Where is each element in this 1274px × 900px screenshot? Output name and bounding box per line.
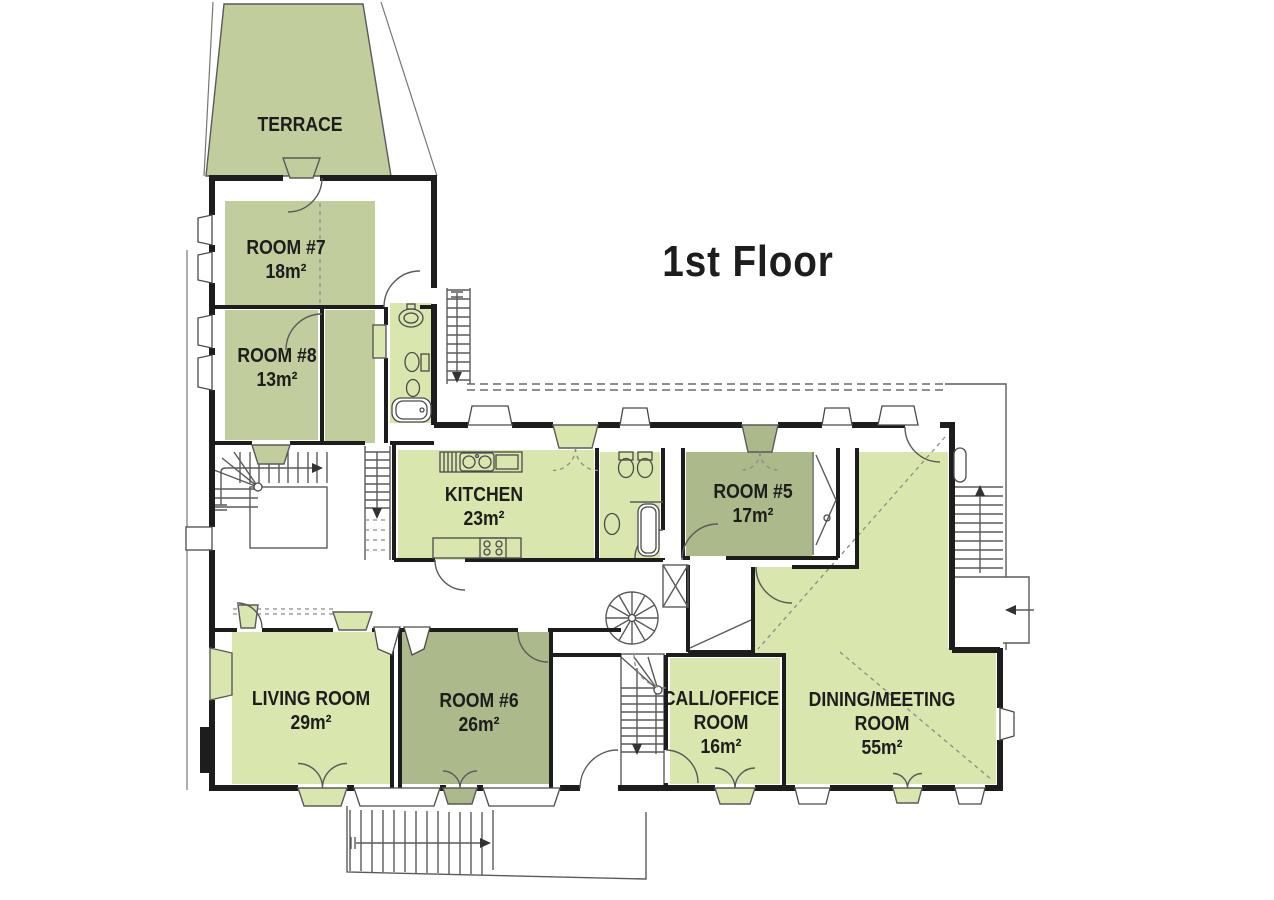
living-french-door bbox=[297, 787, 348, 807]
room-name: ROOM #7 bbox=[246, 237, 326, 259]
dining-meeting-label: DINING/MEETING ROOM 55m² bbox=[809, 688, 956, 760]
room-area: 55m² bbox=[861, 737, 903, 759]
splayed-doorways bbox=[373, 626, 431, 656]
room-area: 23m² bbox=[463, 508, 505, 530]
interior-walls bbox=[212, 305, 859, 788]
room-area: 18m² bbox=[265, 261, 307, 283]
outer-walls bbox=[200, 175, 1003, 791]
exterior-boundaries bbox=[346, 383, 1030, 880]
living-room-label: LIVING ROOM 29m² bbox=[252, 687, 370, 735]
room-area: 26m² bbox=[458, 714, 500, 736]
room-name: ROOM #8 bbox=[237, 345, 317, 367]
room5-area bbox=[686, 452, 812, 556]
bathroom1-door bbox=[372, 324, 387, 359]
toilet-icon bbox=[617, 457, 635, 479]
room-area: 29m² bbox=[290, 712, 332, 734]
page-title: 1st Floor bbox=[662, 237, 834, 286]
room8-hall-door bbox=[251, 444, 291, 465]
room5-balcony-door bbox=[741, 424, 779, 453]
room-name: KITCHEN bbox=[444, 484, 524, 506]
bathtub-icon bbox=[391, 397, 432, 423]
toilet-icon bbox=[636, 457, 654, 479]
terrace-area bbox=[205, 3, 392, 177]
kitchen-label: KITCHEN 23m² bbox=[445, 483, 523, 531]
call-french-door bbox=[714, 787, 756, 805]
room6-label: ROOM #6 26m² bbox=[439, 689, 518, 737]
room7-label: ROOM #7 18m² bbox=[246, 236, 325, 284]
call-office-label: CALL/OFFICE ROOM 16m² bbox=[663, 687, 779, 759]
room-name: ROOM bbox=[693, 712, 749, 734]
living-hall-door2 bbox=[332, 611, 373, 631]
stove-icon bbox=[479, 537, 507, 559]
site-boundary-lines bbox=[186, 1, 438, 790]
stair-right-exterior bbox=[955, 485, 1034, 615]
room8-label: ROOM #8 13m² bbox=[237, 344, 316, 392]
room-area: 17m² bbox=[732, 505, 774, 527]
room-name: ROOM bbox=[854, 713, 910, 735]
room-name: ROOM #6 bbox=[439, 690, 519, 712]
shaft-and-closets bbox=[662, 454, 837, 649]
spiral-staircase bbox=[605, 591, 659, 645]
kitchen-fixtures bbox=[432, 451, 523, 559]
room-fills bbox=[205, 3, 996, 784]
room-name: DINING/MEETING bbox=[808, 689, 956, 711]
window-sills bbox=[185, 214, 1015, 807]
stair-south-interior bbox=[620, 653, 665, 787]
room6-area bbox=[402, 632, 549, 784]
room5-label: ROOM #5 17m² bbox=[713, 480, 792, 528]
room-name: LIVING ROOM bbox=[251, 688, 371, 710]
stair-service-down bbox=[364, 446, 391, 560]
room-area: 16m² bbox=[700, 736, 742, 758]
bathroom2-fixtures bbox=[603, 451, 663, 557]
bathroom1-fixtures bbox=[391, 303, 432, 423]
room7-area bbox=[225, 201, 375, 305]
call-office-area bbox=[670, 658, 780, 784]
kitchen-balcony-door bbox=[552, 424, 599, 449]
terrace-label: TERRACE bbox=[257, 113, 342, 137]
room-name: TERRACE bbox=[257, 114, 343, 136]
living-room-area bbox=[232, 632, 390, 784]
doors bbox=[209, 157, 941, 807]
stair-top-left-exterior bbox=[446, 288, 471, 384]
dashed-lines bbox=[233, 203, 993, 781]
wing-corridor-area bbox=[325, 310, 375, 443]
living-hall-door bbox=[237, 604, 259, 629]
room6-french-door bbox=[442, 787, 478, 805]
room-area: 13m² bbox=[256, 369, 298, 391]
terrace-door bbox=[282, 157, 321, 179]
bathtub-icon bbox=[637, 503, 660, 557]
kitchen-sink-icon bbox=[462, 455, 476, 469]
room-name: CALL/OFFICE bbox=[662, 688, 780, 710]
dining-area bbox=[755, 452, 996, 784]
sink-icon bbox=[603, 512, 621, 536]
stair-bottom-exterior bbox=[349, 810, 491, 875]
room-name: ROOM #5 bbox=[713, 481, 793, 503]
bidet-icon bbox=[405, 378, 421, 398]
dining-french-door bbox=[892, 787, 923, 804]
stair-hall-main bbox=[212, 451, 328, 549]
room8-area bbox=[225, 310, 318, 440]
toilet-icon bbox=[404, 351, 420, 373]
living-west-door bbox=[209, 647, 233, 701]
